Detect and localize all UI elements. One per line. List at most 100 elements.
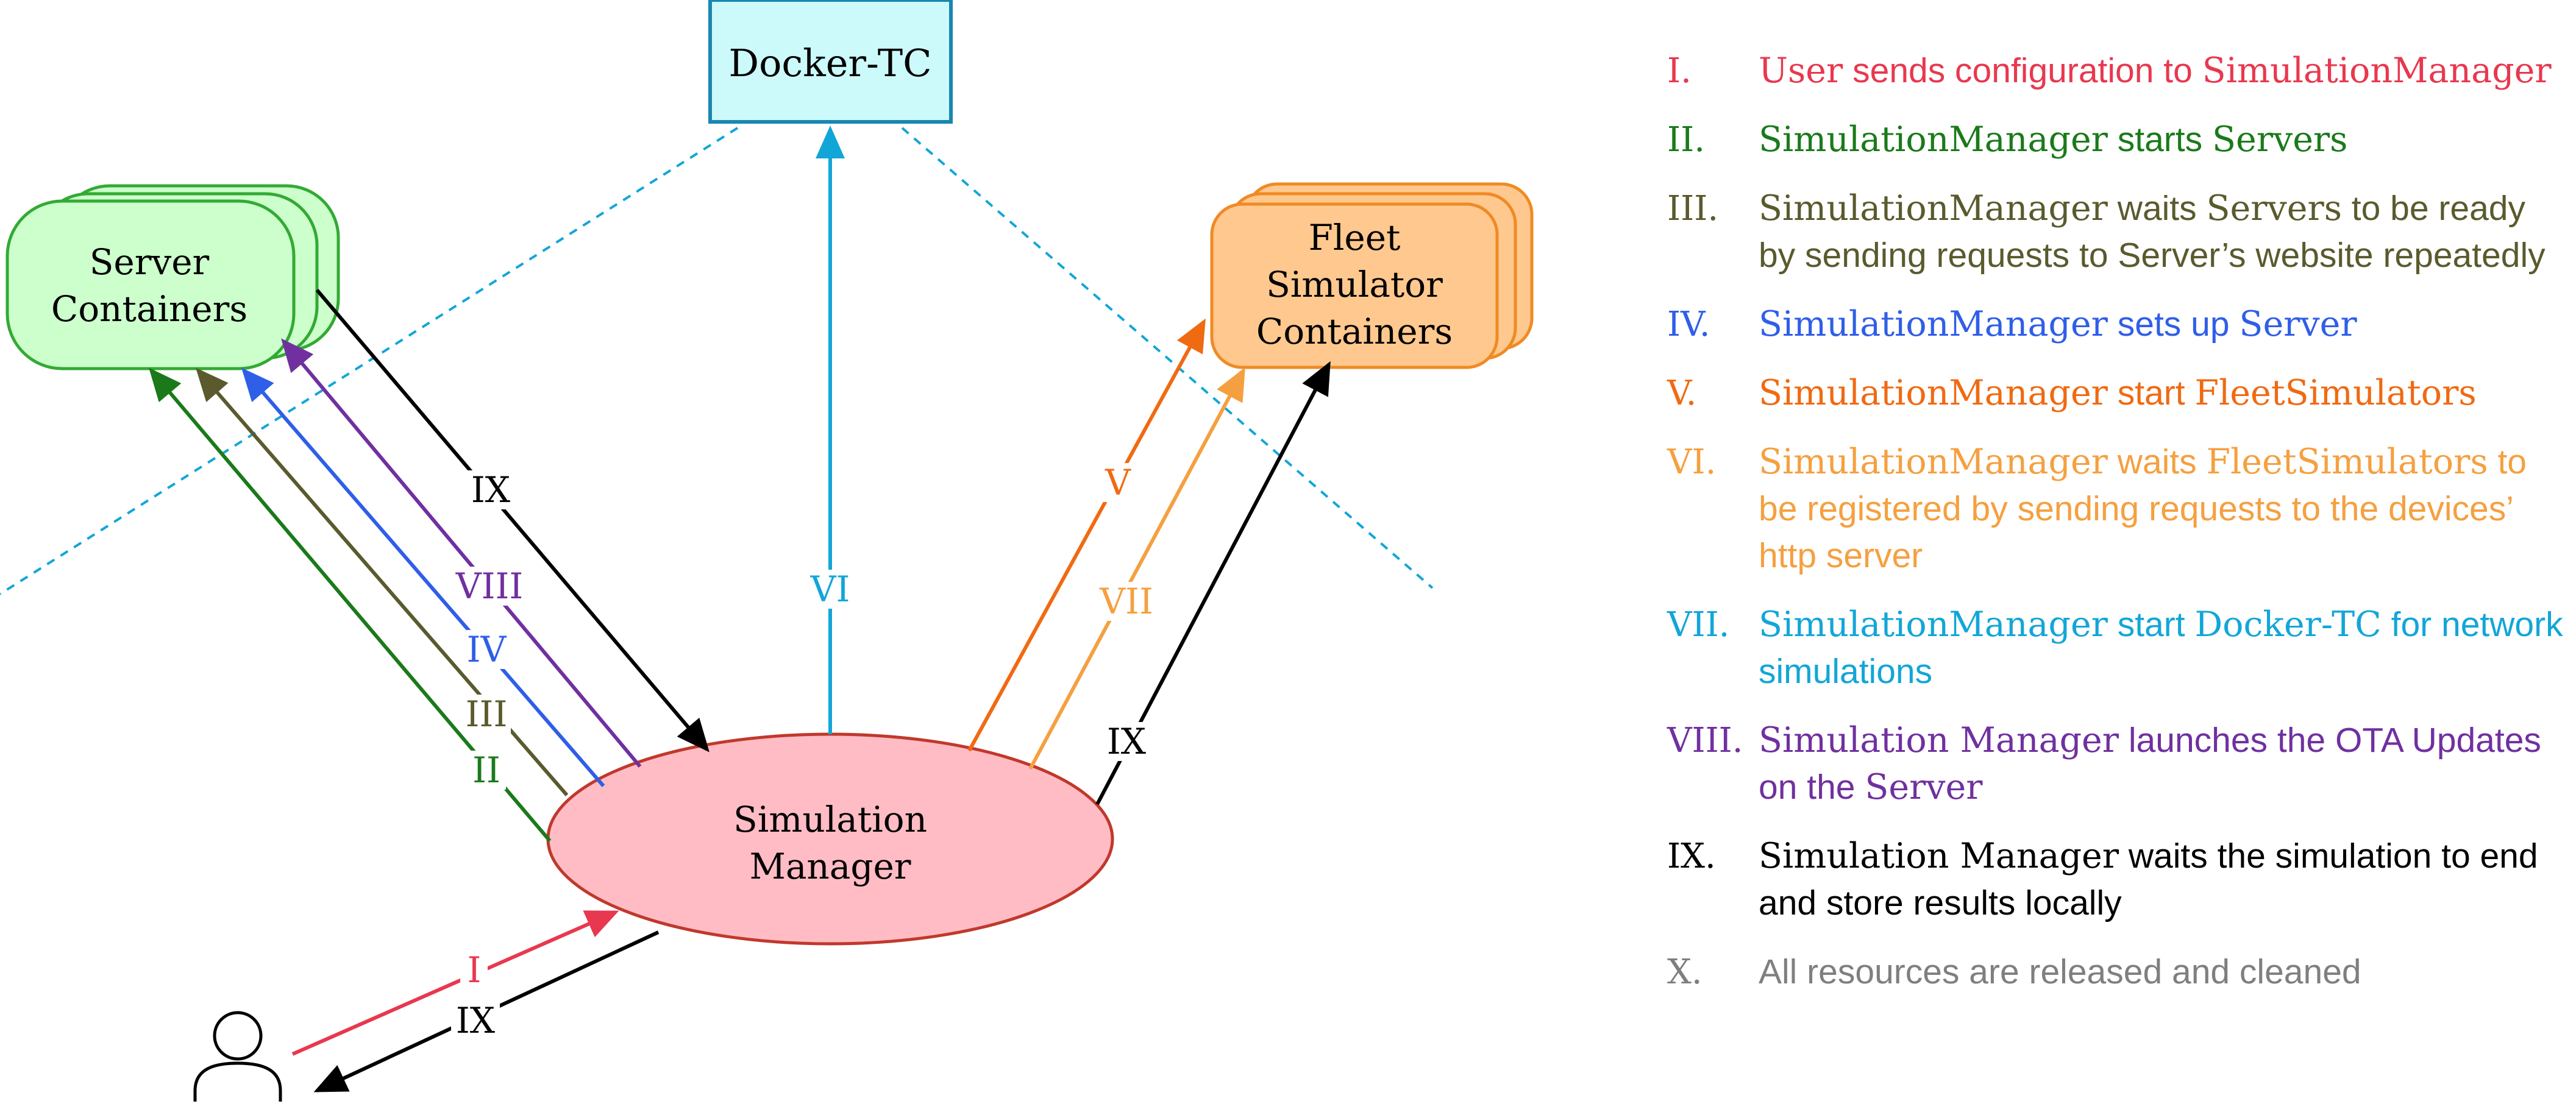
legend-item-number: X. xyxy=(1667,952,1703,992)
legend-text-segment: to be ready by sending requests to Serve… xyxy=(1759,189,2546,275)
legend-entity-name: FleetSimulators xyxy=(2206,442,2488,482)
arrow-label-vii: VII xyxy=(1099,581,1153,622)
arrow-label-vi-group: VI xyxy=(808,568,853,610)
server-label-line2: Containers xyxy=(51,288,247,330)
legend-item-text: SimulationManager start Docker-TC for ne… xyxy=(1759,604,2563,691)
arrow-label-i-group: I xyxy=(460,949,488,991)
legend-entity-name: SimulationManager xyxy=(1759,373,2108,413)
legend-item-text: SimulationManager waits FleetSimulators … xyxy=(1759,442,2527,575)
legend-text-segment: for network simulations xyxy=(1759,605,2563,691)
arrow-label-i: I xyxy=(468,949,482,991)
legend-item-number: VIII. xyxy=(1667,721,1743,760)
legend-item-text: Simulation Manager waits the simulation … xyxy=(1759,836,2538,922)
legend-item-number: V. xyxy=(1667,373,1697,413)
legend-item: VII. SimulationManager start Docker-TC fo… xyxy=(1667,601,2569,695)
legend-text-segment: sets up xyxy=(2107,305,2240,344)
user-icon xyxy=(193,1011,282,1102)
arrow-label-ix-server: IX xyxy=(471,469,511,511)
arrow-iv xyxy=(241,367,605,787)
legend-entity-name: Servers xyxy=(2206,188,2342,228)
arrow-label-iv: IV xyxy=(467,629,507,670)
legend-item: VIII. Simulation Manager launches the OTA… xyxy=(1667,717,2569,811)
legend-entity-name: Server xyxy=(1865,767,1983,807)
legend-entity-name: Simulation Manager xyxy=(1759,836,2119,876)
legend-entity-name: Simulation Manager xyxy=(1759,720,2119,760)
arrow-label-iii-group: III xyxy=(462,693,511,735)
arrow-label-v-group: V xyxy=(1102,462,1134,503)
legend-entity-name: User xyxy=(1759,51,1843,91)
arrow-viii xyxy=(281,338,642,768)
legend-entity-name: SimulationManager xyxy=(1759,604,2108,645)
manager-label-line2: Manager xyxy=(749,846,911,887)
simulation-manager-node: Simulation Manager xyxy=(546,732,1114,946)
legend-entity-name: SimulationManager xyxy=(1759,442,2108,482)
legend-entity-name: SimulationManager xyxy=(1759,304,2108,344)
legend-item-number: I. xyxy=(1667,51,1692,91)
arrow-label-ix-server-group: IX xyxy=(466,469,515,511)
fleet-containers-node: Fleet Simulator Containers xyxy=(1210,182,1534,369)
fleet-label-line2: Simulator xyxy=(1266,264,1443,305)
arrow-label-v: V xyxy=(1105,462,1131,503)
legend-text-segment: sends configuration to xyxy=(1843,51,2202,90)
legend-item: VI. SimulationManager waits FleetSimulato… xyxy=(1667,439,2569,579)
legend-entity-name: SimulationManager xyxy=(1759,188,2108,228)
legend-entity-name: Servers xyxy=(2211,119,2348,160)
legend-item-text: SimulationManager sets up Server xyxy=(1759,304,2357,344)
server-label-line1: Server xyxy=(90,241,210,283)
boundary-line-left xyxy=(0,127,739,595)
legend-item-text: Simulation Manager launches the OTA Upda… xyxy=(1759,720,2541,807)
arrow-label-ix-user: IX xyxy=(456,1000,496,1041)
legend-item-number: VII. xyxy=(1667,605,1730,645)
legend-item-text: SimulationManager starts Servers xyxy=(1759,119,2348,160)
fleet-label-line3: Containers xyxy=(1256,311,1453,352)
legend-text-segment: starts xyxy=(2107,120,2212,159)
legend-entity-name: Server xyxy=(2239,304,2357,344)
legend-item-text: User sends configuration to SimulationMa… xyxy=(1759,51,2552,91)
docker-tc-node: Docker-TC xyxy=(708,0,953,124)
arrow-label-viii-group: VIII xyxy=(455,565,524,607)
arrow-label-ix-user-group: IX xyxy=(451,1000,500,1041)
legend-text-segment: launches the OTA Updates on the xyxy=(1759,721,2541,807)
boundary-line-right xyxy=(901,127,1434,589)
legend-item: IV. SimulationManager sets up Server xyxy=(1667,301,2569,348)
arrow-label-ii: II xyxy=(472,749,500,791)
arrow-label-viii: VIII xyxy=(455,565,524,607)
legend-item-text: SimulationManager waits Servers to be re… xyxy=(1759,188,2546,275)
legend-item-number: IV. xyxy=(1667,305,1710,344)
arrow-label-vii-group: VII xyxy=(1097,581,1156,622)
legend-entity-name: SimulationManager xyxy=(1759,119,2108,160)
legend-item: I. User sends configuration to Simulation… xyxy=(1667,48,2569,94)
legend-item-text: SimulationManager start FleetSimulators xyxy=(1759,373,2477,413)
legend-item-number: III. xyxy=(1667,189,1719,228)
legend-text-segment: waits xyxy=(2107,189,2207,228)
legend-entity-name: FleetSimulators xyxy=(2194,373,2477,413)
arrow-ix-server xyxy=(315,289,710,752)
legend-item: V. SimulationManager start FleetSimulator… xyxy=(1667,370,2569,417)
legend-entity-name: Docker-TC xyxy=(2194,604,2382,645)
arrow-label-ix-fleet: IX xyxy=(1107,721,1147,762)
legend-item-text: All resources are released and cleaned xyxy=(1759,952,2361,991)
fleet-label-line1: Fleet xyxy=(1309,217,1401,258)
legend-text-segment: waits the simulation to end and store re… xyxy=(1759,837,2538,922)
arrow-label-iv-group: IV xyxy=(462,629,511,670)
legend-item-number: IX. xyxy=(1667,837,1716,876)
arrow-i xyxy=(291,910,619,1056)
arrow-v xyxy=(967,318,1206,752)
legend-item-number: II. xyxy=(1667,120,1706,160)
legend-text-segment: All resources are released and cleaned xyxy=(1759,952,2361,991)
docker-tc-label: Docker-TC xyxy=(728,41,931,85)
legend-item: II. SimulationManager starts Servers xyxy=(1667,116,2569,163)
legend: I. User sends configuration to Simulation… xyxy=(1667,48,2569,1018)
legend-item: III. SimulationManager waits Servers to b… xyxy=(1667,185,2569,279)
legend-item: X. All resources are released and cleaned xyxy=(1667,949,2569,996)
arrow-label-ii-group: II xyxy=(468,749,506,791)
legend-item-number: VI. xyxy=(1667,442,1717,482)
legend-text-segment: start xyxy=(2107,373,2195,412)
manager-label-line1: Simulation xyxy=(733,799,927,840)
arrow-label-ix-fleet-group: IX xyxy=(1102,721,1151,762)
arrow-label-vi: VI xyxy=(810,568,850,610)
legend-text-segment: to be registered by sending requests to … xyxy=(1759,442,2527,575)
arrow-label-iii: III xyxy=(466,693,508,735)
legend-text-segment: waits xyxy=(2107,442,2207,481)
